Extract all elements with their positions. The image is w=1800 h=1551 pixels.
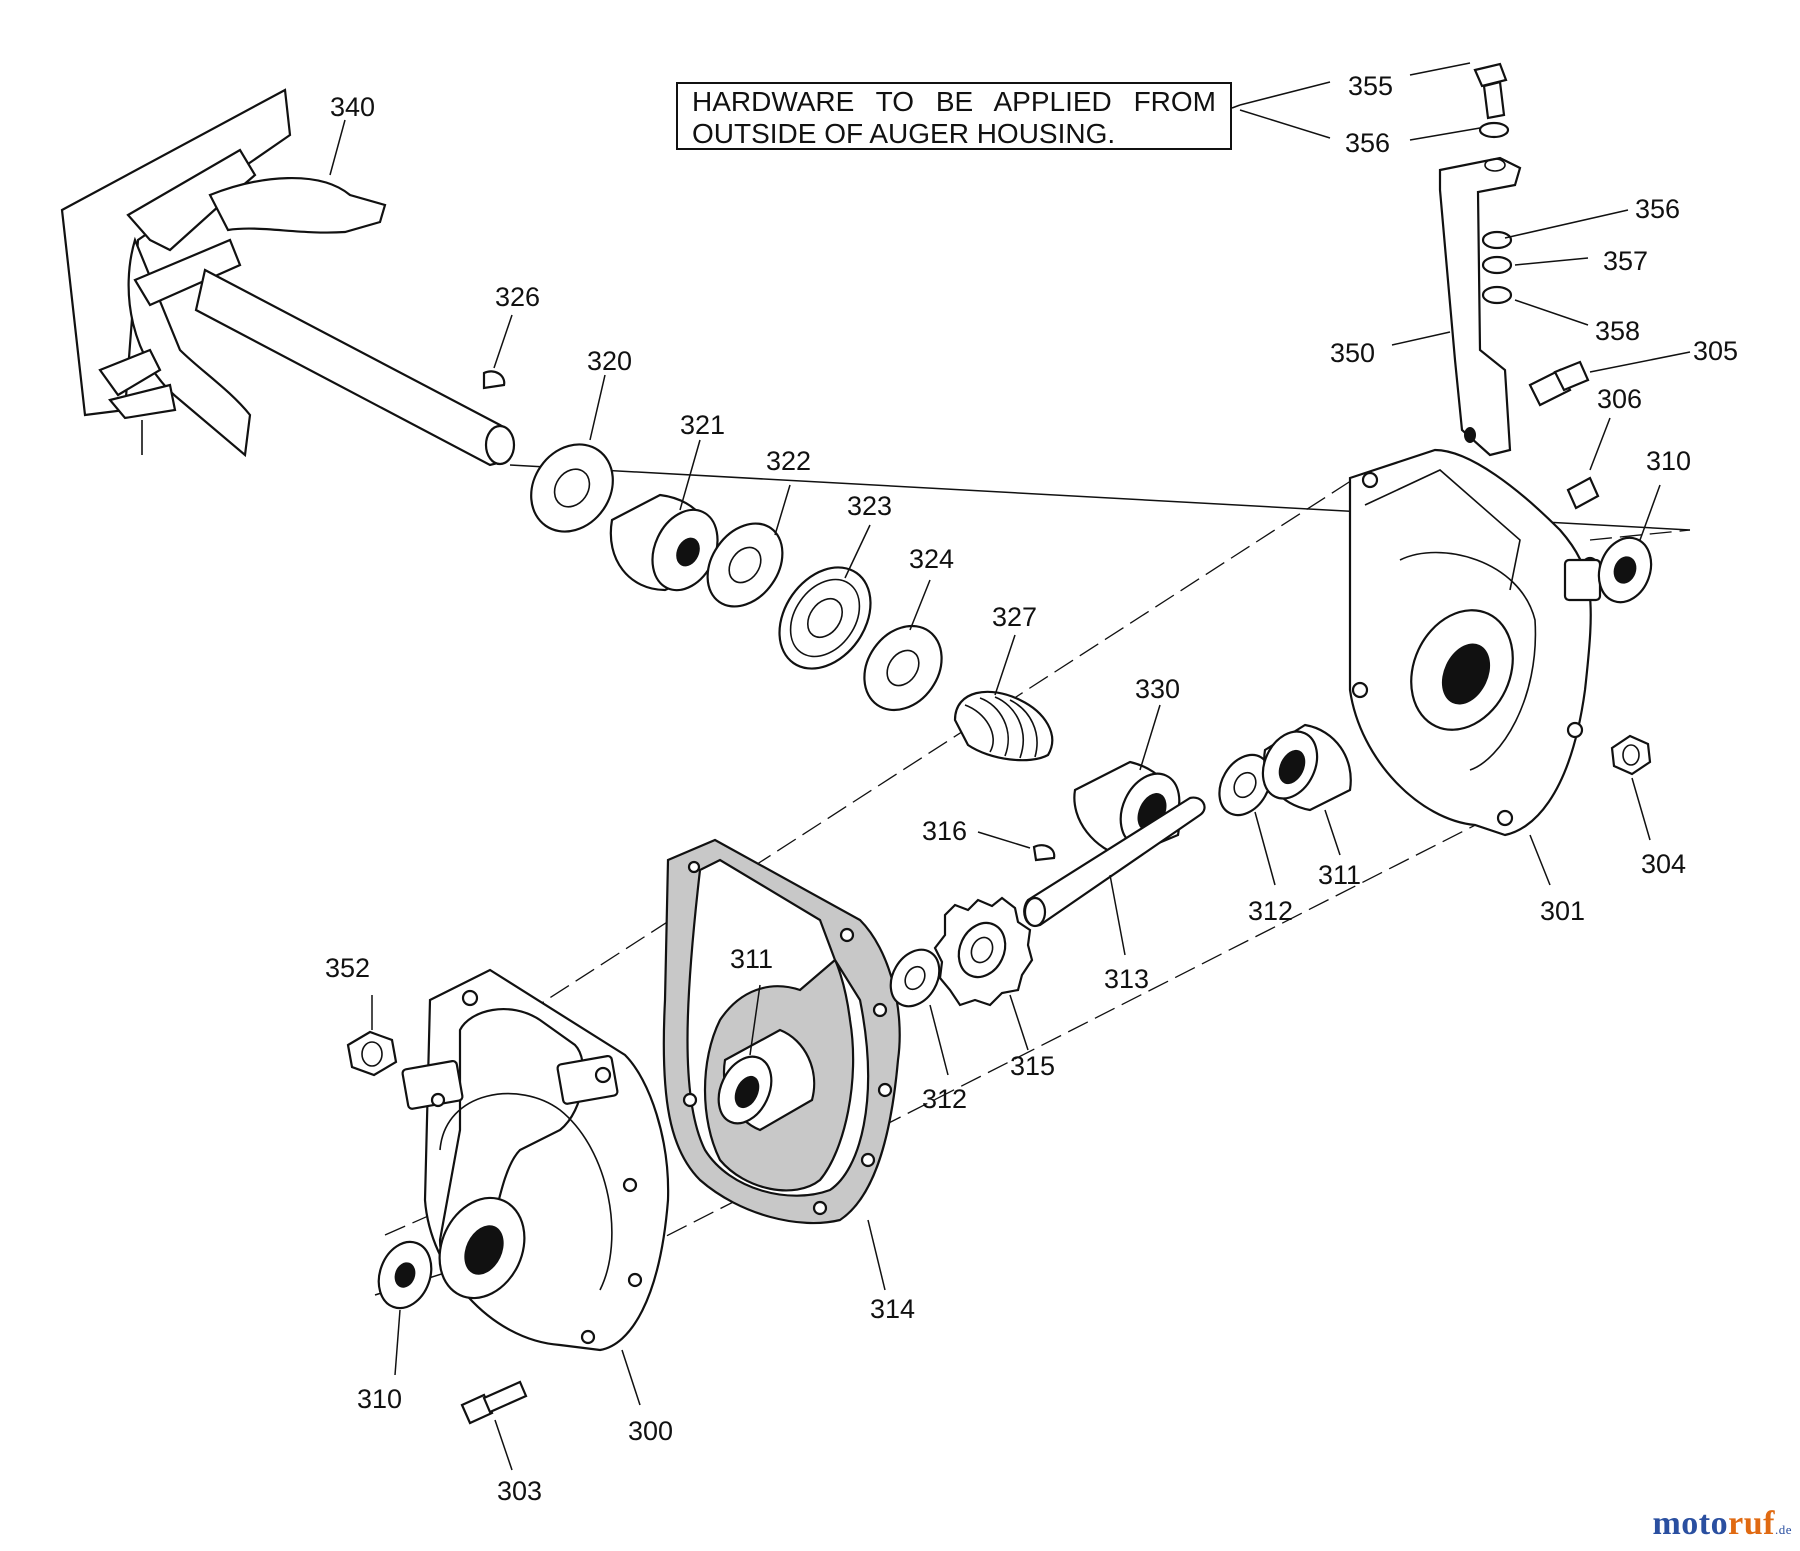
part-323-thrust-bearing <box>778 566 872 670</box>
part-324-washer <box>863 624 943 712</box>
label-310-left: 310 <box>357 1384 402 1414</box>
label-313: 313 <box>1104 964 1149 994</box>
part-327-worm-gear <box>953 690 1054 762</box>
logo-part-b: ruf <box>1728 1505 1775 1542</box>
leader-lines <box>329 62 1691 1471</box>
label-355: 355 <box>1348 71 1393 101</box>
logo-part-c: .de <box>1774 1522 1792 1537</box>
part-315-spur-gear <box>933 896 1034 1007</box>
part-310-washer-right <box>1597 536 1653 604</box>
label-301: 301 <box>1540 896 1585 926</box>
label-352: 352 <box>325 953 370 983</box>
label-304: 304 <box>1641 849 1686 879</box>
part-312-washer-left <box>889 948 941 1008</box>
label-311-right: 311 <box>1318 860 1361 890</box>
part-316-key <box>1032 844 1056 862</box>
label-356-top: 356 <box>1345 128 1390 158</box>
logo-part-a: moto <box>1652 1505 1729 1542</box>
part-356-lower-washer <box>1481 230 1513 250</box>
label-330: 330 <box>1135 674 1180 704</box>
label-326: 326 <box>495 282 540 312</box>
note-line-2: OUTSIDE OF AUGER HOUSING. <box>692 118 1116 149</box>
label-306: 306 <box>1597 384 1642 414</box>
watermark-logo[interactable]: motoruf.de <box>1652 1505 1792 1543</box>
part-352-nut <box>346 1030 398 1077</box>
callout-labels: 340 326 320 321 322 323 324 327 330 355 … <box>325 71 1738 1506</box>
part-311-bushing-left <box>717 1028 816 1132</box>
label-321: 321 <box>680 410 725 440</box>
note-line-1: HARDWARE TO BE APPLIED FROM <box>692 86 1216 117</box>
label-322: 322 <box>766 446 811 476</box>
part-357-washer <box>1481 255 1513 275</box>
part-305-screw <box>1528 360 1590 407</box>
label-357: 357 <box>1603 246 1648 276</box>
part-340-impeller-shaft <box>60 88 516 467</box>
label-303: 303 <box>497 1476 542 1506</box>
label-312-left: 312 <box>922 1084 967 1114</box>
part-312-washer-right <box>1218 753 1272 817</box>
label-320: 320 <box>587 346 632 376</box>
part-301-gear-housing-right <box>1348 448 1602 837</box>
part-310-washer-left <box>377 1240 433 1310</box>
label-356-right: 356 <box>1635 194 1680 224</box>
label-350: 350 <box>1330 338 1375 368</box>
label-340: 340 <box>330 92 375 122</box>
part-355-bolt <box>1473 62 1508 120</box>
part-350-bracket <box>1438 62 1590 457</box>
part-320-washer <box>530 443 614 533</box>
part-326-key <box>482 370 506 390</box>
label-315: 315 <box>1010 1051 1055 1081</box>
part-321-bearing-housing <box>609 493 719 592</box>
part-304-nut <box>1610 734 1652 776</box>
label-323: 323 <box>847 491 892 521</box>
part-311-bushing-right <box>1261 723 1352 812</box>
label-311-left: 311 <box>730 944 773 974</box>
label-314: 314 <box>870 1294 915 1324</box>
part-300-gear-housing-left <box>401 968 670 1352</box>
part-322-washer <box>706 522 784 608</box>
part-306-set-screw <box>1566 476 1600 510</box>
label-358: 358 <box>1595 316 1640 346</box>
part-356-washer <box>1478 121 1510 139</box>
hardware-note-box: HARDWARE TO BE APPLIED FROM OUTSIDE OF A… <box>676 82 1232 150</box>
label-316: 316 <box>922 816 967 846</box>
label-312-right: 312 <box>1248 896 1293 926</box>
label-310-right: 310 <box>1646 446 1691 476</box>
part-358-washer <box>1481 285 1513 305</box>
part-303-bolt <box>460 1380 528 1425</box>
label-305: 305 <box>1693 336 1738 366</box>
part-313-pinion-shaft <box>1023 796 1206 928</box>
label-324: 324 <box>909 544 954 574</box>
label-327: 327 <box>992 602 1037 632</box>
label-300: 300 <box>628 1416 673 1446</box>
